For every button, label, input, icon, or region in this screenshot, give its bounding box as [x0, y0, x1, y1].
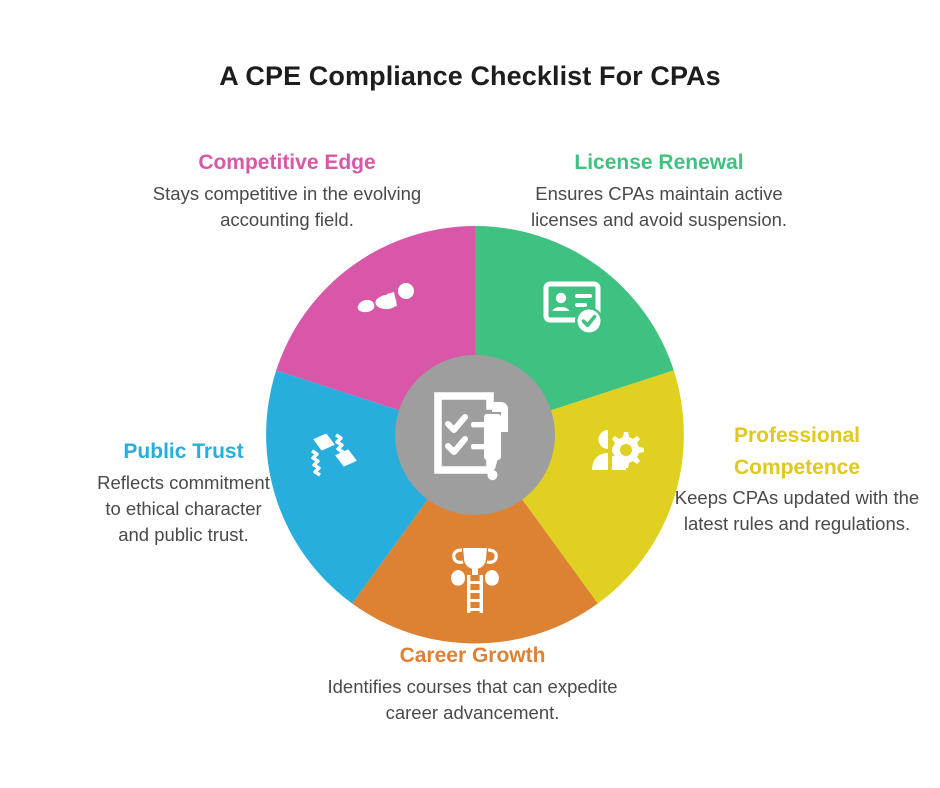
trophy-ladder-icon: [451, 548, 499, 613]
segment-competitive-edge[interactable]: [276, 226, 475, 411]
donut-wheel-svg: [266, 226, 684, 644]
callout-professional-competence-title: Professional Competence: [733, 424, 861, 479]
callout-competitive-edge: Competitive Edge Stays competitive in th…: [140, 147, 434, 233]
clipboard-checklist-pen-icon: [434, 392, 508, 481]
callout-career-growth-title: Career Growth: [399, 644, 546, 667]
callout-public-trust: Public Trust Reflects commitment to ethi…: [92, 436, 275, 548]
segment-public-trust-notch: [356, 422, 401, 453]
callout-license-renewal-title: License Renewal: [574, 151, 744, 174]
callout-professional-competence-description: Keeps CPAs updated with the latest rules…: [674, 487, 920, 535]
callout-professional-competence: Professional Competence Keeps CPAs updat…: [672, 420, 922, 538]
callout-public-trust-title: Public Trust: [123, 440, 244, 463]
callout-license-renewal: License Renewal Ensures CPAs maintain ac…: [512, 147, 806, 233]
segment-public-trust[interactable]: [266, 370, 429, 604]
center-hub-circle[interactable]: [395, 355, 555, 515]
segment-professional-competence-notch: [549, 422, 594, 453]
callout-career-growth-description: Identifies courses that can expedite car…: [327, 675, 618, 723]
runner-icon: [357, 283, 414, 313]
donut-wheel: [266, 226, 684, 644]
segment-competitive-edge-shape[interactable]: [276, 226, 475, 411]
callout-competitive-edge-description: Stays competitive in the evolving accoun…: [152, 182, 422, 230]
callout-career-growth: Career Growth Identifies courses that ca…: [325, 640, 620, 726]
page-title: A CPE Compliance Checklist For CPAs: [219, 61, 721, 92]
segment-professional-competence[interactable]: [521, 370, 684, 604]
segment-license-renewal-notch: [530, 349, 584, 403]
callout-license-renewal-description: Ensures CPAs maintain active licenses an…: [530, 182, 788, 230]
person-gear-icon: [592, 430, 644, 470]
handshake-icon: [311, 433, 357, 477]
segment-license-renewal[interactable]: [475, 226, 674, 411]
id-card-check-icon: [543, 281, 603, 335]
center-hub[interactable]: [395, 355, 555, 515]
callout-competitive-edge-title: Competitive Edge: [198, 151, 376, 174]
segment-competitive-edge-notch: [366, 349, 420, 403]
callout-public-trust-description: Reflects commitment to ethical character…: [97, 471, 270, 546]
